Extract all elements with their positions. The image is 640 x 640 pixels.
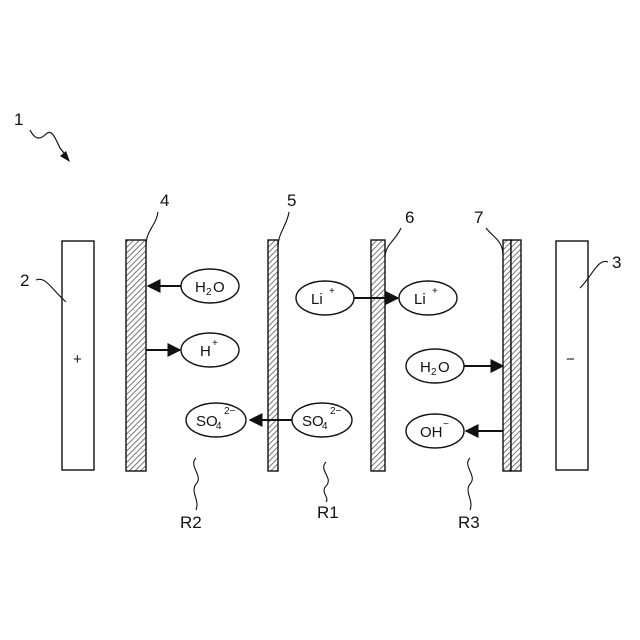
ion-li-mid-base: Li xyxy=(311,291,323,308)
ion-li-right-sup: + xyxy=(432,286,438,297)
ion-h2o-right-tail: O xyxy=(438,359,450,376)
ion-so4-left: SO 4 2− xyxy=(186,403,246,437)
membrane-5-label: 5 xyxy=(287,191,296,210)
region-r1-label: R1 xyxy=(317,503,339,522)
ion-li-mid-ellipse xyxy=(296,281,354,315)
membrane-6-label: 6 xyxy=(405,208,414,227)
ion-h2o-left-tail: O xyxy=(213,279,225,296)
ion-h2o-right: H 2 O xyxy=(406,349,503,383)
membrane-4-label: 4 xyxy=(160,191,169,210)
region-r3-leader-line xyxy=(468,458,473,510)
cathode-group: − 3 xyxy=(556,241,621,470)
ion-so4-left-sub: 4 xyxy=(216,421,222,432)
ion-h-plus-sup: + xyxy=(212,338,218,349)
anode-sign: + xyxy=(73,351,82,368)
region-r3-label: R3 xyxy=(458,513,480,532)
ion-h2o-left-sub: 2 xyxy=(206,287,212,298)
device-leader-line xyxy=(30,130,68,158)
membrane-5-group: 5 xyxy=(268,191,296,471)
membrane-5 xyxy=(268,240,278,471)
membrane-7-label: 7 xyxy=(474,208,483,227)
membrane-7-layer-a xyxy=(503,240,511,471)
ion-so4-mid-sup: 2− xyxy=(330,406,342,417)
ion-so4-mid-base: SO xyxy=(302,413,324,430)
region-r1-leader-line xyxy=(324,462,329,502)
device-label-group: 1 xyxy=(14,110,70,162)
ion-so4-left-base: SO xyxy=(196,413,218,430)
anode-group: + 2 xyxy=(20,241,94,470)
ion-h2o-right-sub: 2 xyxy=(431,367,437,378)
region-r2-leader-line xyxy=(194,458,199,510)
membrane-5-leader-line xyxy=(278,212,289,248)
ion-so4-mid: SO 4 2− xyxy=(250,403,352,437)
ion-li-right-base: Li xyxy=(414,291,426,308)
ion-h-plus-base: H xyxy=(200,343,211,360)
membrane-7-leader-line xyxy=(486,228,503,254)
region-r2-label: R2 xyxy=(180,513,202,532)
device-arrowhead-icon xyxy=(60,151,70,162)
membrane-4 xyxy=(126,240,146,471)
device-label: 1 xyxy=(14,110,23,129)
membrane-4-group: 4 xyxy=(126,191,169,471)
cathode-label: 3 xyxy=(612,253,621,272)
ion-h2o-right-base: H xyxy=(420,359,431,376)
ion-li-right-ellipse xyxy=(399,281,457,315)
membrane-4-leader-line xyxy=(146,212,158,246)
membrane-7-layer-b xyxy=(511,240,521,471)
ion-oh-minus: OH − xyxy=(406,414,503,448)
ion-li-right: Li + xyxy=(399,281,457,315)
ion-h2o-left-base: H xyxy=(195,279,206,296)
ion-h2o-left: H 2 O xyxy=(148,269,239,303)
membrane-6 xyxy=(371,240,385,471)
anode-label: 2 xyxy=(20,271,29,290)
ion-oh-minus-base: OH xyxy=(420,424,443,441)
cathode-sign: − xyxy=(566,351,575,368)
ion-li-mid-sup: + xyxy=(329,286,335,297)
membrane-6-leader-line xyxy=(385,228,401,256)
ion-h-plus: H + xyxy=(146,333,239,367)
ion-so4-mid-sub: 4 xyxy=(322,421,328,432)
ion-oh-minus-sup: − xyxy=(443,419,449,430)
ion-so4-left-sup: 2− xyxy=(224,406,236,417)
region-labels: R2 R1 R3 xyxy=(180,458,480,532)
